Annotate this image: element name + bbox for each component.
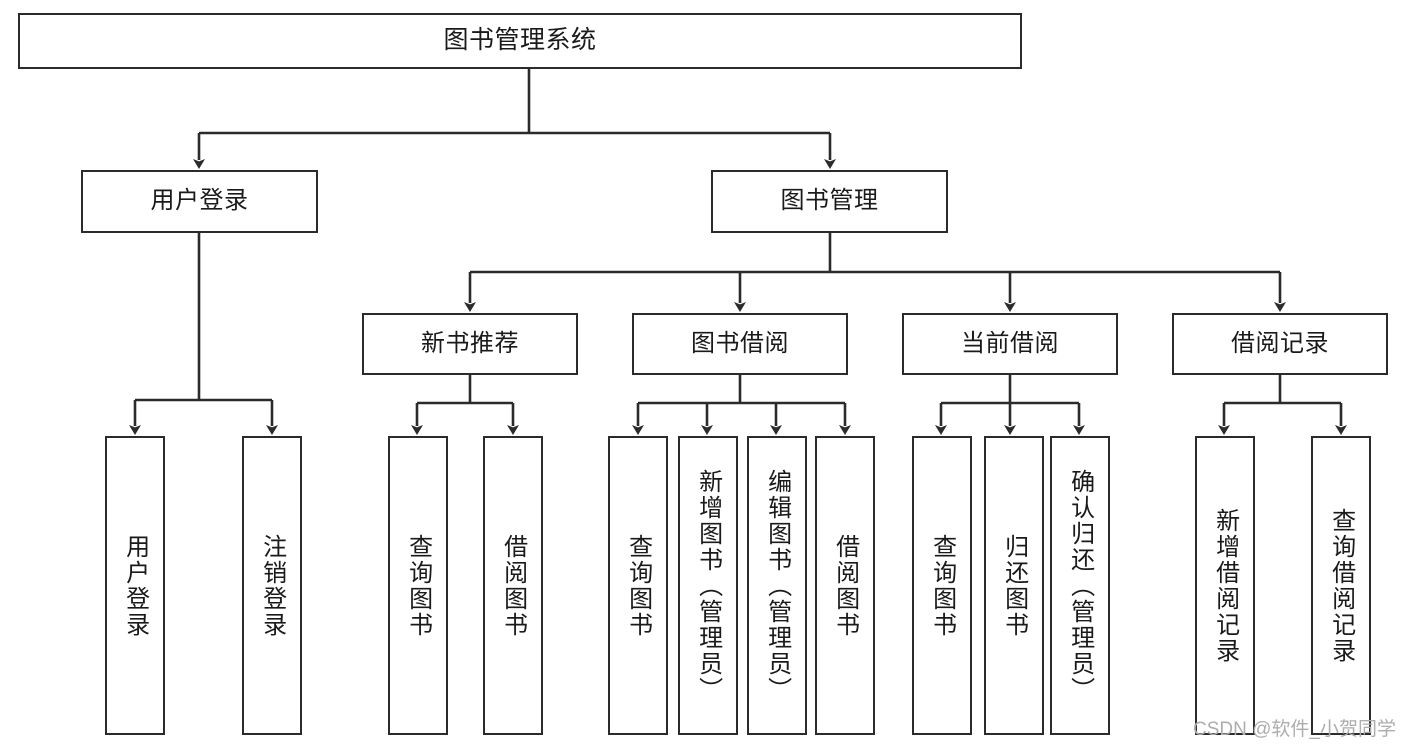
node-leaf-borrow-book-2[interactable]: 借阅图书 (815, 436, 875, 735)
node-leaf-edit-book-label: 编辑图书（管理员） (763, 468, 791, 703)
node-leaf-return-book-label: 归还图书 (1000, 533, 1028, 638)
node-leaf-logout-login-label: 注销登录 (258, 533, 286, 638)
node-current-borrow-label: 当前借阅 (961, 329, 1059, 357)
node-leaf-logout-login[interactable]: 注销登录 (242, 436, 302, 735)
node-leaf-query-book-2[interactable]: 查询图书 (608, 436, 668, 735)
node-leaf-query-record-label: 查询借阅记录 (1327, 507, 1355, 664)
node-leaf-query-book-1-label: 查询图书 (404, 533, 432, 638)
node-borrow-record[interactable]: 借阅记录 (1172, 313, 1388, 375)
node-leaf-add-record[interactable]: 新增借阅记录 (1195, 436, 1255, 735)
node-user-login[interactable]: 用户登录 (81, 170, 318, 233)
node-new-book-recommend[interactable]: 新书推荐 (362, 313, 578, 375)
node-leaf-query-book-3[interactable]: 查询图书 (912, 436, 972, 735)
node-leaf-edit-book[interactable]: 编辑图书（管理员） (747, 436, 807, 735)
node-book-borrow-label: 图书借阅 (691, 329, 789, 357)
node-leaf-borrow-book-1[interactable]: 借阅图书 (483, 436, 543, 735)
node-leaf-return-book[interactable]: 归还图书 (984, 436, 1044, 735)
node-book-management[interactable]: 图书管理 (711, 170, 948, 233)
node-leaf-query-book-2-label: 查询图书 (624, 533, 652, 638)
node-leaf-user-login[interactable]: 用户登录 (105, 436, 165, 735)
node-user-login-label: 用户登录 (150, 187, 249, 215)
node-leaf-add-record-label: 新增借阅记录 (1211, 507, 1239, 664)
node-leaf-query-book-3-label: 查询图书 (928, 533, 956, 638)
node-leaf-borrow-book-1-label: 借阅图书 (499, 533, 527, 638)
node-current-borrow[interactable]: 当前借阅 (902, 313, 1118, 375)
node-book-management-label: 图书管理 (780, 187, 879, 215)
node-leaf-add-book-label: 新增图书（管理员） (694, 468, 722, 703)
node-leaf-user-login-label: 用户登录 (121, 533, 149, 638)
node-root[interactable]: 图书管理系统 (18, 13, 1022, 69)
node-leaf-borrow-book-2-label: 借阅图书 (831, 533, 859, 638)
node-leaf-confirm-return-label: 确认归还（管理员） (1066, 468, 1094, 703)
node-leaf-query-book-1[interactable]: 查询图书 (388, 436, 448, 735)
node-root-label: 图书管理系统 (443, 26, 597, 55)
node-borrow-record-label: 借阅记录 (1231, 329, 1329, 357)
node-book-borrow[interactable]: 图书借阅 (632, 313, 848, 375)
watermark-text: CSDN @软件_小贺同学 (1193, 719, 1396, 740)
node-leaf-add-book[interactable]: 新增图书（管理员） (678, 436, 738, 735)
node-new-book-recommend-label: 新书推荐 (421, 329, 519, 357)
node-leaf-confirm-return[interactable]: 确认归还（管理员） (1050, 436, 1110, 735)
node-leaf-query-record[interactable]: 查询借阅记录 (1311, 436, 1371, 735)
